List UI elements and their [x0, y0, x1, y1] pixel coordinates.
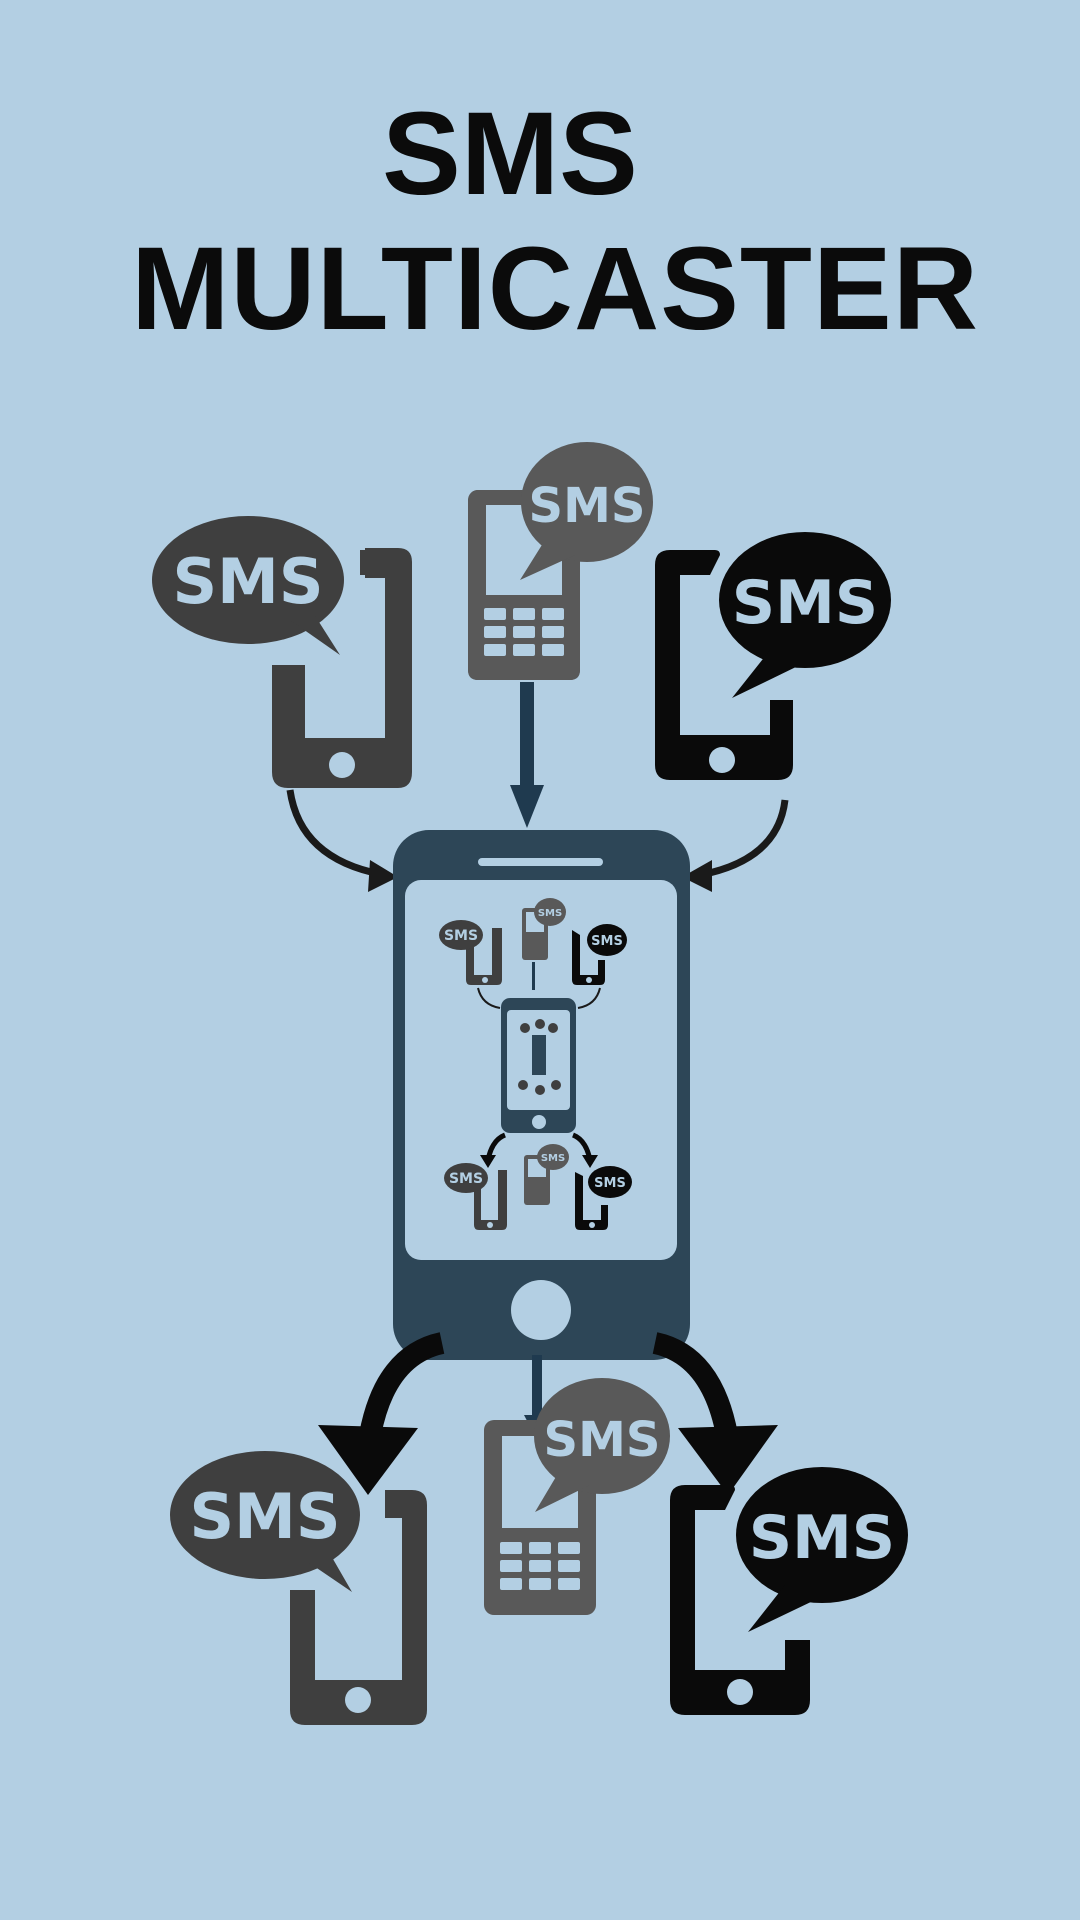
arrow-bottom-right-icon [652, 1332, 778, 1495]
hub-screen-miniature-illustration: SMS SMS SMS [439, 898, 632, 1230]
top-left-speech-bubble-icon: SMS [152, 516, 344, 655]
mini-bubble-label-2: SMS [538, 908, 562, 919]
arrow-top-center-icon [510, 682, 544, 828]
app-title-line-1: SMS [382, 88, 638, 220]
mini-top-center-feature-phone-icon: SMS [522, 898, 566, 990]
top-left-bubble-label: SMS [172, 545, 323, 618]
mini-bottom-right-smartphone-icon: SMS [575, 1166, 632, 1230]
top-center-speech-bubble-icon: SMS [520, 442, 653, 580]
mini-bottom-center-feature-phone-icon: SMS [524, 1144, 569, 1205]
app-title-line-2: MULTICASTER [131, 223, 979, 355]
bottom-right-smartphone-icon [670, 1485, 810, 1715]
bottom-right-bubble-label: SMS [749, 1503, 895, 1573]
mini-bubble-label-5: SMS [541, 1153, 565, 1164]
bottom-left-speech-bubble-icon: SMS [170, 1451, 360, 1592]
arrow-bottom-left-icon [318, 1332, 445, 1495]
bottom-right-speech-bubble-icon: SMS [736, 1467, 908, 1632]
bottom-center-speech-bubble-icon: SMS [534, 1378, 670, 1512]
bottom-center-bubble-label: SMS [544, 1412, 661, 1468]
arrow-top-right-icon [682, 799, 789, 892]
mini-bubble-label-3: SMS [591, 934, 623, 949]
mini-bubble-label-1: SMS [444, 928, 478, 944]
bottom-left-bubble-label: SMS [189, 1480, 340, 1553]
top-center-bubble-label: SMS [529, 478, 646, 534]
mini-bottom-left-smartphone-icon: SMS [444, 1163, 507, 1230]
mini-bubble-label-6: SMS [594, 1176, 626, 1191]
top-right-bubble-label: SMS [732, 568, 878, 638]
mini-top-left-smartphone-icon: SMS [439, 920, 502, 985]
top-right-smartphone-icon [655, 550, 793, 780]
top-right-speech-bubble-icon: SMS [719, 532, 891, 698]
top-left-smartphone-icon [272, 548, 412, 788]
mini-top-right-smartphone-icon: SMS [572, 924, 627, 985]
arrow-top-left-icon [286, 789, 398, 892]
bottom-left-smartphone-icon [290, 1490, 427, 1725]
mini-bubble-label-4: SMS [449, 1171, 483, 1187]
